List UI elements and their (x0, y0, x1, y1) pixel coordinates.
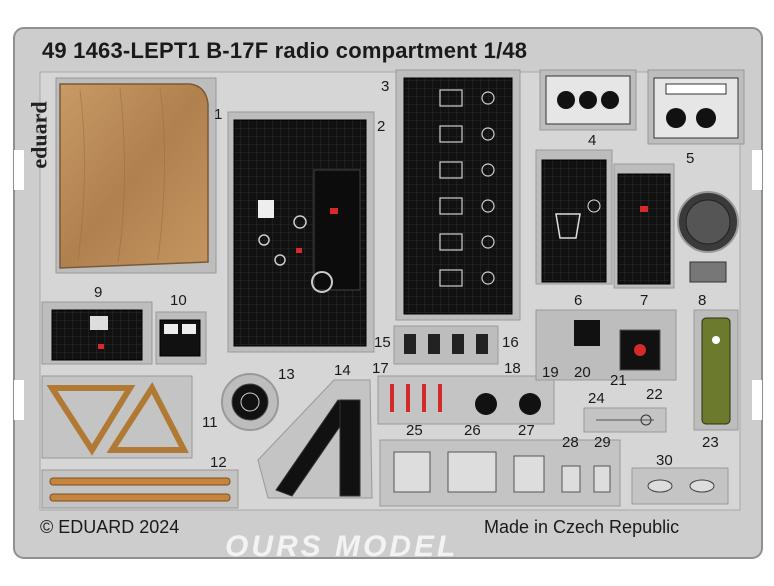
part-number: 7 (640, 292, 649, 309)
part-number: 26 (464, 422, 481, 439)
part-number: 25 (406, 422, 423, 439)
part-10-switch-block (155, 311, 207, 365)
frame-notch (752, 150, 762, 190)
part-4-dial-panel (539, 69, 637, 131)
part-number: 10 (170, 292, 187, 309)
part-number: 12 (210, 454, 227, 471)
part-number: 11 (202, 414, 218, 431)
part-number: 21 (610, 372, 627, 389)
brand-logo: eduard (26, 101, 52, 169)
part-number: 24 (588, 390, 605, 407)
part-number: 29 (594, 434, 611, 451)
part-5-control-box (613, 163, 675, 289)
copyright-text: © EDUARD 2024 (40, 517, 180, 537)
frame-notch (14, 380, 24, 420)
part-number: 22 (646, 386, 663, 403)
part-number: 17 (372, 360, 389, 377)
frame-notch (14, 150, 24, 190)
part-19-22-small-gauges (535, 309, 677, 381)
part-24-bracket (583, 407, 667, 433)
part-number: 19 (542, 364, 559, 381)
part-number: 16 (502, 334, 519, 351)
part-13-round-dial (221, 373, 279, 431)
part-number: 8 (698, 292, 707, 309)
origin-text: Made in Czech Republic (484, 517, 680, 537)
part-number: 27 (518, 422, 535, 439)
part-number: 6 (574, 292, 583, 309)
part-number: 2 (377, 118, 386, 135)
part-1-wood-door (55, 77, 217, 274)
part-2-radio-panel (227, 111, 375, 353)
part-number: 4 (588, 132, 597, 149)
part-4-control-box (535, 149, 613, 285)
part-5-dial-panel (647, 69, 745, 145)
part-11-wood-brackets (41, 375, 193, 459)
part-9-panel (41, 301, 153, 365)
frame-notch (752, 380, 762, 420)
part-5-round-grille (677, 191, 739, 283)
part-number: 20 (574, 364, 591, 381)
part-15-16-small-panels (393, 325, 499, 365)
part-25-29-mounts (379, 439, 621, 507)
part-12-wood-strips (41, 469, 239, 509)
part-number: 5 (686, 150, 695, 167)
part-number: 1 (214, 106, 223, 123)
part-number: 23 (702, 434, 719, 451)
part-number: 9 (94, 284, 103, 301)
part-3-receiver-rack (395, 69, 521, 321)
part-number: 28 (562, 434, 579, 451)
part-number: 13 (278, 366, 295, 383)
part-number: 14 (334, 362, 351, 379)
part-30-clips (631, 467, 729, 505)
sheet-title: 49 1463-LEPT1 B-17F radio compartment 1/… (42, 38, 528, 63)
part-number: 18 (504, 360, 521, 377)
part-number: 30 (656, 452, 673, 469)
part-17-18-handles (377, 375, 555, 425)
watermark-text: OURS MODEL (225, 530, 459, 563)
part-number: 3 (381, 78, 390, 95)
part-14-angled-frame (257, 379, 373, 499)
part-23-olive-box (693, 309, 739, 431)
part-number: 15 (374, 334, 391, 351)
